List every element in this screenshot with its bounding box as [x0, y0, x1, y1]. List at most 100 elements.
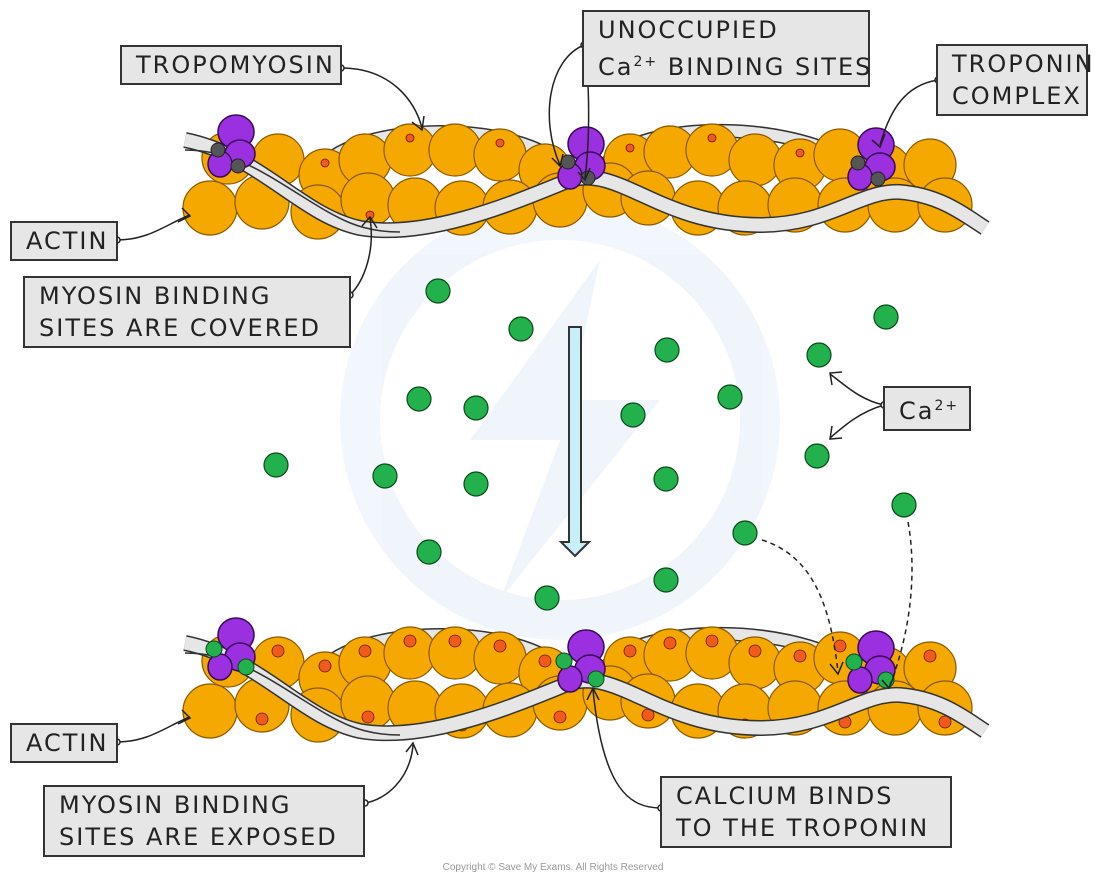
process-arrow	[558, 326, 592, 558]
calcium-ion	[416, 539, 442, 565]
calcium-ion	[654, 337, 680, 363]
myosin-binding-site	[448, 634, 462, 648]
bound-calcium-ion	[237, 658, 255, 676]
label-unoccupied-line1: UNOCCUPIED	[598, 16, 779, 44]
myosin-binding-site	[255, 712, 269, 726]
myosin-binding-site	[318, 659, 332, 673]
actin-bead	[383, 123, 437, 177]
label-calcium-binds-line2: TO THE TROPONIN	[676, 814, 930, 842]
free-calcium-ions	[263, 278, 917, 611]
calcium-ion	[508, 316, 534, 342]
label-troponin-line1: TROPONIN	[952, 50, 1095, 78]
calcium-ion	[732, 520, 758, 546]
troponin-complex	[847, 127, 896, 191]
troponin-complex	[205, 617, 256, 681]
actin-filament-bottom	[182, 617, 990, 743]
myosin-binding-site	[938, 715, 952, 729]
calcium-binding-paths	[761, 521, 913, 686]
myosin-binding-site	[795, 148, 805, 158]
myosin-binding-site	[405, 133, 415, 143]
bound-calcium-ion	[845, 653, 863, 671]
actin-bead	[182, 683, 238, 739]
actin-bead	[182, 180, 238, 236]
calcium-ion	[425, 278, 451, 304]
myosin-binding-site	[623, 644, 637, 658]
myosin-binding-site	[748, 644, 762, 658]
unoccupied-calcium-site	[850, 155, 866, 171]
calcium-ion	[263, 452, 289, 478]
label-calcium-ions: Ca2+	[883, 386, 971, 431]
troponin-complex	[207, 114, 256, 178]
label-tropomyosin: TROPOMYOSIN	[120, 45, 342, 85]
label-actin-top: ACTIN	[10, 221, 118, 261]
copyright-notice: Copyright © Save My Exams. All Rights Re…	[442, 862, 664, 873]
unoccupied-calcium-site	[230, 158, 246, 174]
actin-filament-top	[182, 114, 990, 240]
myosin-binding-site	[923, 649, 937, 663]
binding-sites-text: BINDING SITES	[658, 53, 873, 81]
label-calcium-binds-troponin: CALCIUM BINDS TO THE TROPONIN	[660, 776, 952, 848]
myosin-binding-site	[538, 654, 552, 668]
label-myosin-covered-line2: SITES ARE COVERED	[39, 314, 322, 342]
calcium-charge: 2+	[633, 54, 659, 70]
calcium-ion	[653, 466, 679, 492]
actin-bead	[728, 133, 782, 187]
myosin-binding-site	[833, 639, 847, 653]
calcium-symbol: Ca	[598, 53, 634, 81]
label-actin-top-text: ACTIN	[26, 227, 109, 255]
unoccupied-calcium-site	[210, 142, 226, 158]
troponin-complexes-top	[207, 114, 896, 191]
myosin-binding-site	[271, 644, 285, 658]
myosin-binding-site	[495, 138, 505, 148]
troponin-subunit	[557, 665, 583, 693]
label-calcium-text: Ca2+	[899, 390, 957, 427]
label-tropomyosin-text: TROPOMYOSIN	[136, 51, 335, 79]
leader-arrowheads	[177, 115, 895, 756]
myosin-binding-site	[361, 710, 375, 724]
label-unoccupied-binding-sites: UNOCCUPIED Ca2+ BINDING SITES	[582, 10, 870, 87]
label-myosin-covered-line1: MYOSIN BINDING	[39, 282, 272, 310]
label-troponin-line2: COMPLEX	[952, 82, 1082, 110]
unoccupied-calcium-site	[870, 171, 886, 187]
troponin-subunit	[207, 653, 233, 681]
label-unoccupied-line2: Ca2+ BINDING SITES	[598, 46, 870, 83]
unoccupied-calcium-site	[560, 154, 576, 170]
label-myosin-sites-covered: MYOSIN BINDING SITES ARE COVERED	[23, 276, 351, 348]
label-myosin-sites-exposed: MYOSIN BINDING SITES ARE EXPOSED	[43, 785, 365, 857]
leader-lines	[116, 44, 939, 809]
label-actin-bottom: ACTIN	[10, 723, 118, 763]
calcium-ion	[406, 386, 432, 412]
tropomyosin-strand	[183, 133, 989, 237]
myosin-binding-site	[663, 636, 677, 650]
myosin-binding-site	[707, 133, 717, 143]
calcium-charge: 2+	[934, 398, 960, 414]
myosin-binding-site	[625, 143, 635, 153]
troponin-subunit	[847, 666, 873, 694]
calcium-ion	[806, 342, 832, 368]
actin-bead	[473, 128, 527, 182]
tropomyosin-strand	[183, 636, 989, 740]
label-actin-bottom-text: ACTIN	[26, 729, 109, 757]
bound-calcium-ion	[555, 652, 573, 670]
myosin-binding-site	[493, 639, 507, 653]
label-myosin-exposed-line2: SITES ARE EXPOSED	[59, 823, 338, 851]
myosin-binding-site	[358, 644, 372, 658]
label-troponin-complex: TROPONIN COMPLEX	[936, 44, 1095, 116]
calcium-ion	[804, 443, 830, 469]
myosin-binding-site	[320, 158, 330, 168]
troponin-complex	[557, 126, 606, 190]
calcium-ion	[463, 395, 489, 421]
label-myosin-exposed-line1: MYOSIN BINDING	[59, 791, 292, 819]
calcium-ion	[463, 471, 489, 497]
calcium-ion	[372, 463, 398, 489]
label-calcium-binds-line1: CALCIUM BINDS	[676, 782, 894, 810]
calcium-ion	[717, 384, 743, 410]
myosin-binding-site	[553, 710, 567, 724]
bound-calcium-ion	[587, 670, 605, 688]
calcium-ion	[620, 402, 646, 428]
actin-bead	[428, 123, 482, 177]
calcium-ion	[534, 585, 560, 611]
calcium-symbol: Ca	[899, 397, 935, 425]
calcium-ion	[653, 567, 679, 593]
